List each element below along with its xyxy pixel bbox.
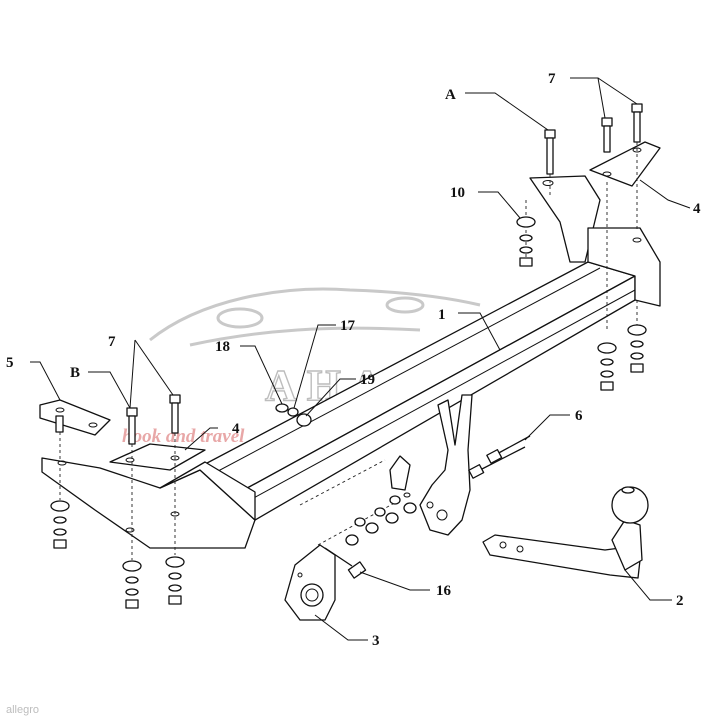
- label-a: A: [445, 87, 456, 103]
- label-19: 19: [360, 372, 375, 388]
- washer-nut-stack-right-2: [627, 324, 647, 373]
- part-3-socket-bracket: [284, 544, 336, 621]
- label-6: 6: [575, 408, 583, 424]
- bolt-7-right-1: [601, 117, 613, 153]
- part-4-plate-left: [109, 443, 206, 471]
- part-2-tow-ball: [482, 486, 649, 579]
- bolt-7-right-2: [631, 103, 643, 143]
- bolts-group: [126, 103, 643, 445]
- label-3: 3: [372, 633, 380, 649]
- bolt-7-left: [169, 394, 181, 434]
- label-4-left: 4: [232, 421, 240, 437]
- washer-nut-stack-left-1: [50, 500, 70, 549]
- label-5: 5: [6, 355, 14, 371]
- corner-watermark: allegro: [6, 704, 40, 716]
- bolt-b: [126, 407, 138, 445]
- part-1-cross-beam: [189, 261, 636, 521]
- leader-lines: [30, 77, 691, 641]
- front-nut-washers: [345, 495, 417, 546]
- washer-nut-stack-left-3: [165, 556, 185, 605]
- right-mounting-bracket: [529, 175, 661, 307]
- label-1: 1: [438, 307, 446, 323]
- label-16: 16: [436, 583, 452, 599]
- ball-mount-plate: [389, 394, 473, 536]
- washer-nut-stack-left-2: [122, 560, 142, 609]
- label-4-right: 4: [693, 201, 701, 217]
- part-4-plate-right: [589, 141, 661, 187]
- label-2: 2: [676, 593, 684, 609]
- label-7-right: 7: [548, 71, 556, 87]
- label-10: 10: [450, 185, 465, 201]
- label-7-left: 7: [108, 334, 116, 350]
- washer-nut-stack-10: [516, 216, 536, 267]
- watermark-tagline: hook and travel: [122, 426, 245, 447]
- bolt-a: [544, 129, 556, 175]
- part-labels: A 7 4 10 1 5 B 7 4 18 17 19 6 16 3 2: [6, 71, 701, 649]
- left-mounting-bracket: [41, 457, 256, 549]
- label-b: B: [70, 365, 80, 381]
- label-17: 17: [340, 318, 356, 334]
- part-6-bolts: [468, 435, 531, 479]
- washer-nut-stack-right-1: [597, 342, 617, 391]
- label-18: 18: [215, 339, 230, 355]
- assembly-dash-lines: [59, 142, 638, 560]
- part-5-plate: [39, 399, 111, 436]
